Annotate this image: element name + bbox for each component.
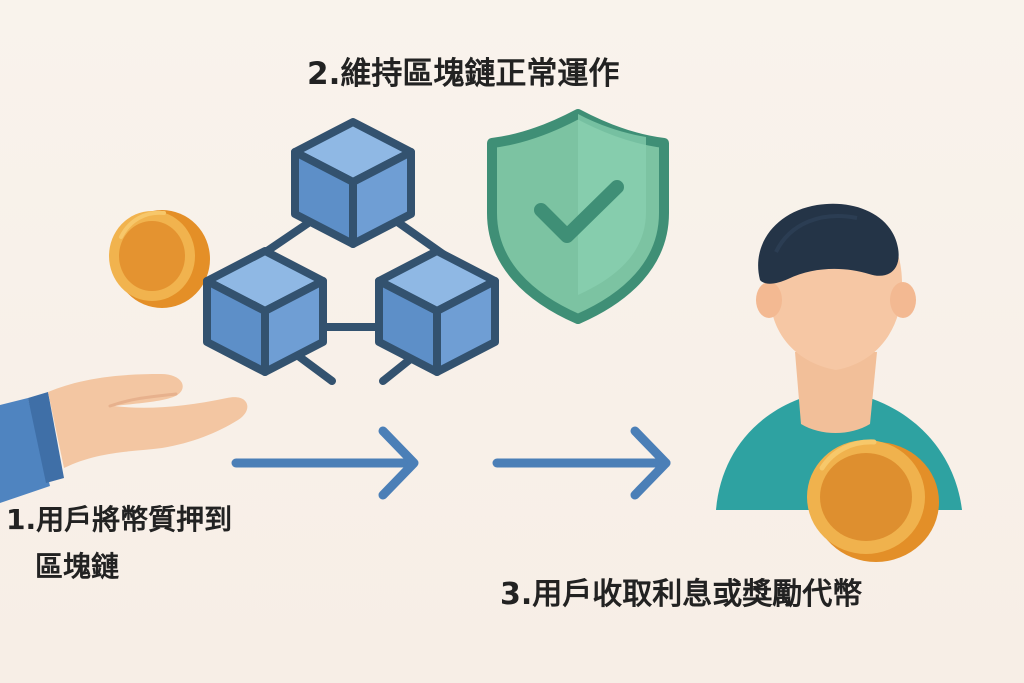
block-top xyxy=(291,118,415,248)
user-icon xyxy=(716,203,962,510)
block-right xyxy=(375,247,499,376)
hand-icon xyxy=(0,374,248,503)
arrow-right-icon xyxy=(492,426,671,500)
block-left xyxy=(203,247,327,376)
step-2-label: 2.維持區塊鏈正常運作 xyxy=(307,56,620,92)
step-1-label-line-1: 1.用戶將幣質押到 xyxy=(6,503,233,536)
shield-check-icon xyxy=(487,109,669,324)
coin-icon xyxy=(109,210,210,308)
blockchain-icon xyxy=(203,118,499,376)
coin-icon xyxy=(807,439,939,562)
arrow-right-icon xyxy=(231,426,419,500)
step-3-label: 3.用戶收取利息或獎勵代幣 xyxy=(500,577,863,612)
step-1-label-line-2: 區塊鏈 xyxy=(35,550,120,583)
